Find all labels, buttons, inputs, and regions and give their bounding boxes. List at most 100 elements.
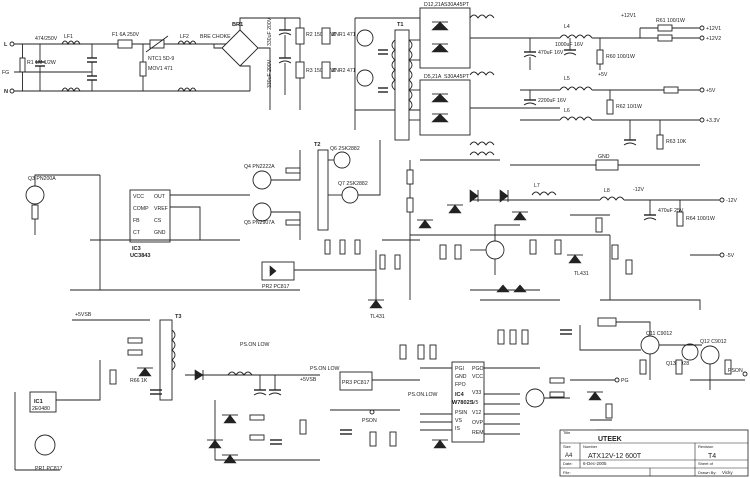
pin-vcc: VCC [133, 194, 144, 200]
pslow-top-label: PS.ON LOW [240, 342, 270, 348]
ic4-ovp: OVP [472, 420, 483, 426]
mov-label: MOV1 471 [148, 66, 173, 72]
d5-sub-label: S30A45PT [444, 74, 470, 80]
sb-ic [29, 391, 57, 413]
t2-label: T2 [314, 142, 321, 148]
q6-label: Q6 2SK2882 [330, 146, 360, 152]
d5-label: D5,21A [424, 74, 442, 80]
pin-cs: CS [154, 218, 162, 224]
out-12v2: +12V2 [706, 36, 721, 42]
l4-label: L4 [564, 24, 570, 30]
pin-fb: FB [133, 218, 140, 224]
file-label: File: [563, 470, 571, 475]
ic4-vcc: VCC [472, 374, 483, 380]
ic4-pgi: PGI [455, 366, 464, 372]
label-minus12v-rail: -12V [633, 187, 644, 193]
tl431-1-label: TL431 [370, 314, 385, 320]
date-value: 6-Dec-2005 [583, 461, 607, 466]
gnd-box-label: GND [598, 154, 610, 160]
pin-ct: CT [133, 230, 141, 236]
pin-out: OUT [154, 194, 166, 200]
ntc-label: NTC1 5D-9 [148, 56, 174, 62]
q12-label: Q12 C9012 [700, 339, 727, 345]
bridge-label: BR1 [232, 22, 243, 28]
drawn-by-label: Drawn By: [698, 470, 716, 475]
ic4-pgo: PGO [472, 366, 484, 372]
ic4-is: IS [455, 426, 460, 432]
plus-vsb-label: +5VSB [75, 312, 92, 318]
revision-value: T4 [708, 453, 716, 460]
q7-label: Q7 2SK2882 [338, 181, 368, 187]
l5-label: L5 [564, 76, 570, 82]
cap-big1-label: 470uF 16V [538, 50, 564, 56]
ic3-label: IC3 [132, 246, 141, 252]
d12-label: D12,21A [424, 2, 445, 8]
r2-label: R2 150K 2W [306, 32, 336, 38]
choke-label: BRE CHOKE [200, 34, 231, 40]
standby-section: +5VSB T3 IC1 2E0480 PR1 PC817 R66 1K +5V… [14, 312, 448, 472]
r63-label: R63 10K [666, 139, 687, 145]
out-m5v: -5V [726, 253, 735, 259]
size-value: A4 [565, 453, 573, 459]
l6-label: L6 [564, 108, 570, 114]
lf2-label: LF2 [180, 34, 189, 40]
neutral-in-label: N [4, 89, 8, 95]
t1-label: T1 [397, 22, 404, 28]
out-12v1: +12V1 [706, 26, 721, 32]
ic4-v5: V5 [472, 400, 478, 406]
drawn-by-value: Vicky [722, 470, 733, 475]
pslow-label: PS.ON LOW [310, 366, 340, 372]
zd1-label: ZNR1 471 [332, 32, 356, 38]
out-m12v: -12V [726, 198, 737, 204]
title-block: Title UTEEK Size A4 Number ATX12V-12 600… [559, 429, 749, 477]
l7-label: L7 [534, 183, 540, 189]
ic4-v12: V12 [472, 410, 481, 416]
ic4-part: W7802S [452, 400, 474, 406]
q3-label: Q3 PN200A [28, 176, 56, 182]
ic4-gnd: GND [455, 374, 467, 380]
line-in-label: L [4, 42, 8, 48]
pc1-label: PR1 PC817 [35, 466, 63, 472]
ic4-v33: V33 [472, 390, 481, 396]
revision-label: Revision [698, 444, 713, 449]
q5-label: Q5 PN2907A [244, 220, 275, 226]
r61-label: R61 100/1W [656, 18, 685, 24]
cap-big4-label: 470uF 25V [658, 208, 684, 214]
company-name: UTEEK [598, 436, 622, 443]
ic4-vs: VS [455, 418, 462, 424]
r60-label: R60 100/1W [606, 54, 635, 60]
pc3-label: PR3 PC817 [342, 380, 370, 386]
drawing-title: ATX12V-12 600T [588, 453, 642, 460]
q11-label: Q11 C9012 [646, 331, 672, 337]
pg-out-label: PG [621, 378, 629, 384]
c6-label: 330uF 200V [267, 59, 273, 88]
q4-label: Q4 PN2222A [244, 164, 275, 170]
fuse-label: F1 6A 250V [112, 32, 140, 38]
ps-ic [451, 361, 485, 443]
zd2-label: ZNR2 471 [332, 68, 356, 74]
ic3-part: UC3843 [130, 253, 151, 259]
sb-d14-label: R66 1K [130, 378, 148, 384]
out-5v: +5V [706, 88, 716, 94]
pin-gnd: GND [154, 230, 166, 236]
ic4-label: IC4 [455, 392, 465, 398]
date-label: Date: [563, 461, 573, 466]
c5-label: 330uF 200V [267, 17, 273, 46]
ic4-fpo: FPO [455, 382, 466, 388]
output-rails: L4 470uF 16V R60 100/1W 1000uF 16V +12V1… [470, 13, 737, 259]
sb-out-label: +5VSB [300, 377, 317, 383]
ic4-psin: PSIN [455, 410, 467, 416]
secondary-rectifiers: D12,21A S30A45PT D5,21A S30A45PT [409, 2, 520, 161]
ic4-rem: REM [472, 430, 484, 436]
title-label: Title [563, 430, 571, 435]
size-label: Size [563, 444, 572, 449]
r64-label: R64 100/1W [686, 216, 715, 222]
r3-label: R3 150K 2W [306, 68, 336, 74]
protection-section: Q11 C9012 Q12 C9012 Q13 A928 PSON [560, 299, 748, 390]
l8-label: L8 [604, 188, 610, 194]
cap-big2-label: 1000uF 16V [555, 42, 584, 48]
psow-label: PSON [728, 368, 743, 374]
out-33v: +3.3V [706, 118, 720, 124]
pslow2-label: PS.ON.LOW [408, 392, 438, 398]
